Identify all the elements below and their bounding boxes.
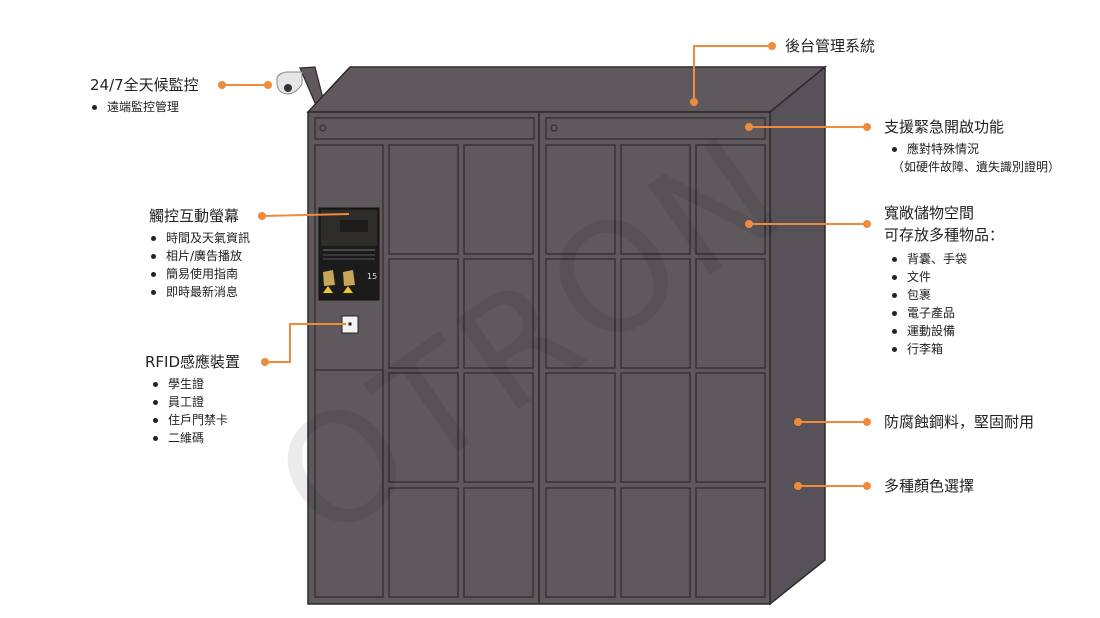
callout-title: 多種顏色選擇 [884, 477, 975, 495]
callout-storage: 寬敞儲物空間 可存放多種物品： 背囊、手袋 文件 包裹 電子產品 運動設備 行李… [884, 202, 1004, 358]
touchscreen: 15 [318, 207, 380, 301]
locker-door [463, 487, 534, 598]
cabinet-top [306, 66, 828, 113]
header-strip-left [314, 117, 535, 140]
callout-title: RFID感應裝置 [145, 353, 241, 371]
locker-door [695, 144, 766, 255]
list-item: 學生證 [151, 375, 240, 393]
locker-door [545, 144, 616, 255]
locker-door [620, 258, 691, 369]
callout-backend: 後台管理系統 [785, 35, 875, 57]
leader-touchscreen [261, 213, 350, 217]
leader-rfid [265, 323, 346, 363]
callout-title: 支援緊急開啟功能 [884, 118, 1005, 136]
callout-lines [222, 45, 867, 487]
locker-door [695, 372, 766, 483]
locker-door [388, 144, 459, 255]
locker-door [620, 487, 691, 598]
list-item: 即時最新消息 [149, 283, 250, 301]
callout-title: 24/7全天候監控 [90, 76, 199, 94]
locker-door [463, 258, 534, 369]
list-item: 二維碼 [151, 429, 240, 447]
locker-door [388, 372, 459, 483]
locker-door [545, 258, 616, 369]
callout-material: 防腐蝕鋼料，堅固耐用 [884, 411, 1034, 433]
callout-monitoring: 24/7全天候監控 遠端監控管理 [90, 74, 199, 116]
list-item: 遠端監控管理 [90, 98, 199, 116]
locker-door [545, 487, 616, 598]
cabinet-side [769, 65, 826, 606]
callout-title: 觸控互動螢幕 [149, 207, 240, 225]
locker-doors [388, 144, 766, 598]
locker-door [545, 372, 616, 483]
list-item: 文件 [890, 268, 1004, 286]
callout-rfid: RFID感應裝置 學生證 員工證 住戶門禁卡 二維碼 [145, 351, 240, 447]
callout-title: 可存放多種物品： [884, 226, 1005, 244]
list-item: 時間及天氣資訊 [149, 229, 250, 247]
locker-door [695, 487, 766, 598]
locker-door [388, 487, 459, 598]
list-item: 簡易使用指南 [149, 265, 250, 283]
list-item: 電子產品 [890, 304, 1004, 322]
locker-door [620, 372, 691, 483]
callout-touchscreen: 觸控互動螢幕 時間及天氣資訊 相片/廣告播放 簡易使用指南 即時最新消息 [149, 205, 250, 301]
list-item: 包裹 [890, 286, 1004, 304]
screen-number: 15 [367, 272, 377, 281]
callout-title: 寬敞儲物空間 [884, 204, 975, 222]
leader-backend [693, 45, 772, 102]
list-item: 應對特殊情況 [890, 140, 1060, 158]
callout-colors: 多種顏色選擇 [884, 475, 974, 497]
callout-emergency: 支援緊急開啟功能 應對特殊情況 （如硬件故障、遺失識別證明） [884, 116, 1060, 176]
list-item: 背囊、手袋 [890, 250, 1004, 268]
list-item: 行李箱 [890, 340, 1004, 358]
locker-door [620, 144, 691, 255]
list-item: 運動設備 [890, 322, 1004, 340]
locker-door [463, 372, 534, 483]
callout-note: （如硬件故障、遺失識別證明） [892, 160, 1061, 174]
header-strip-right [545, 117, 766, 140]
locker-door [463, 144, 534, 255]
list-item: 住戶門禁卡 [151, 411, 240, 429]
callout-dots [218, 42, 871, 490]
list-item: 員工證 [151, 393, 240, 411]
callout-title: 防腐蝕鋼料，堅固耐用 [884, 413, 1035, 431]
locker-door [695, 258, 766, 369]
list-item: 相片/廣告播放 [149, 247, 250, 265]
callout-title: 後台管理系統 [785, 37, 876, 55]
locker-door [388, 258, 459, 369]
